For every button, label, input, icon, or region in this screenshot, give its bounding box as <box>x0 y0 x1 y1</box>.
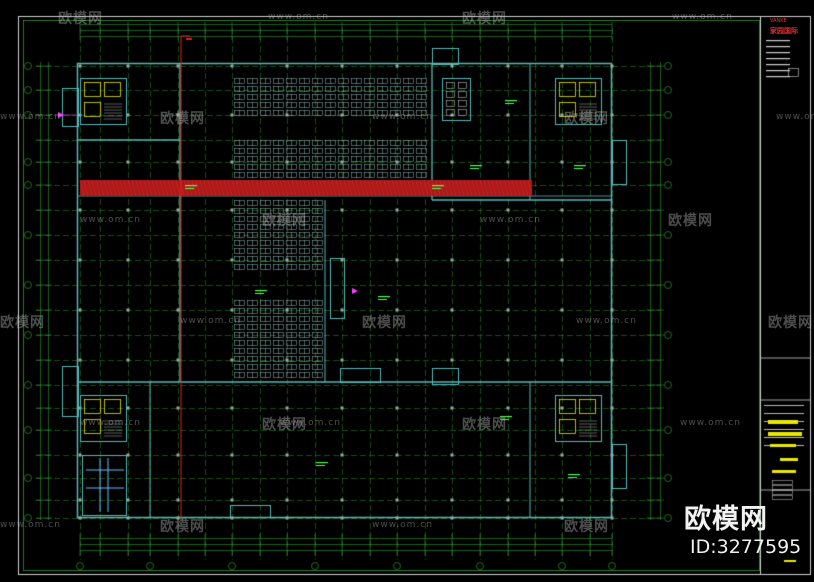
watermark-id-text: ID:3277595 <box>690 536 802 558</box>
title-block-company-name: 家园国际 <box>770 27 798 35</box>
title-block-brand: VANKE <box>770 18 787 24</box>
watermark-logo-text: 欧模网 <box>684 504 768 535</box>
